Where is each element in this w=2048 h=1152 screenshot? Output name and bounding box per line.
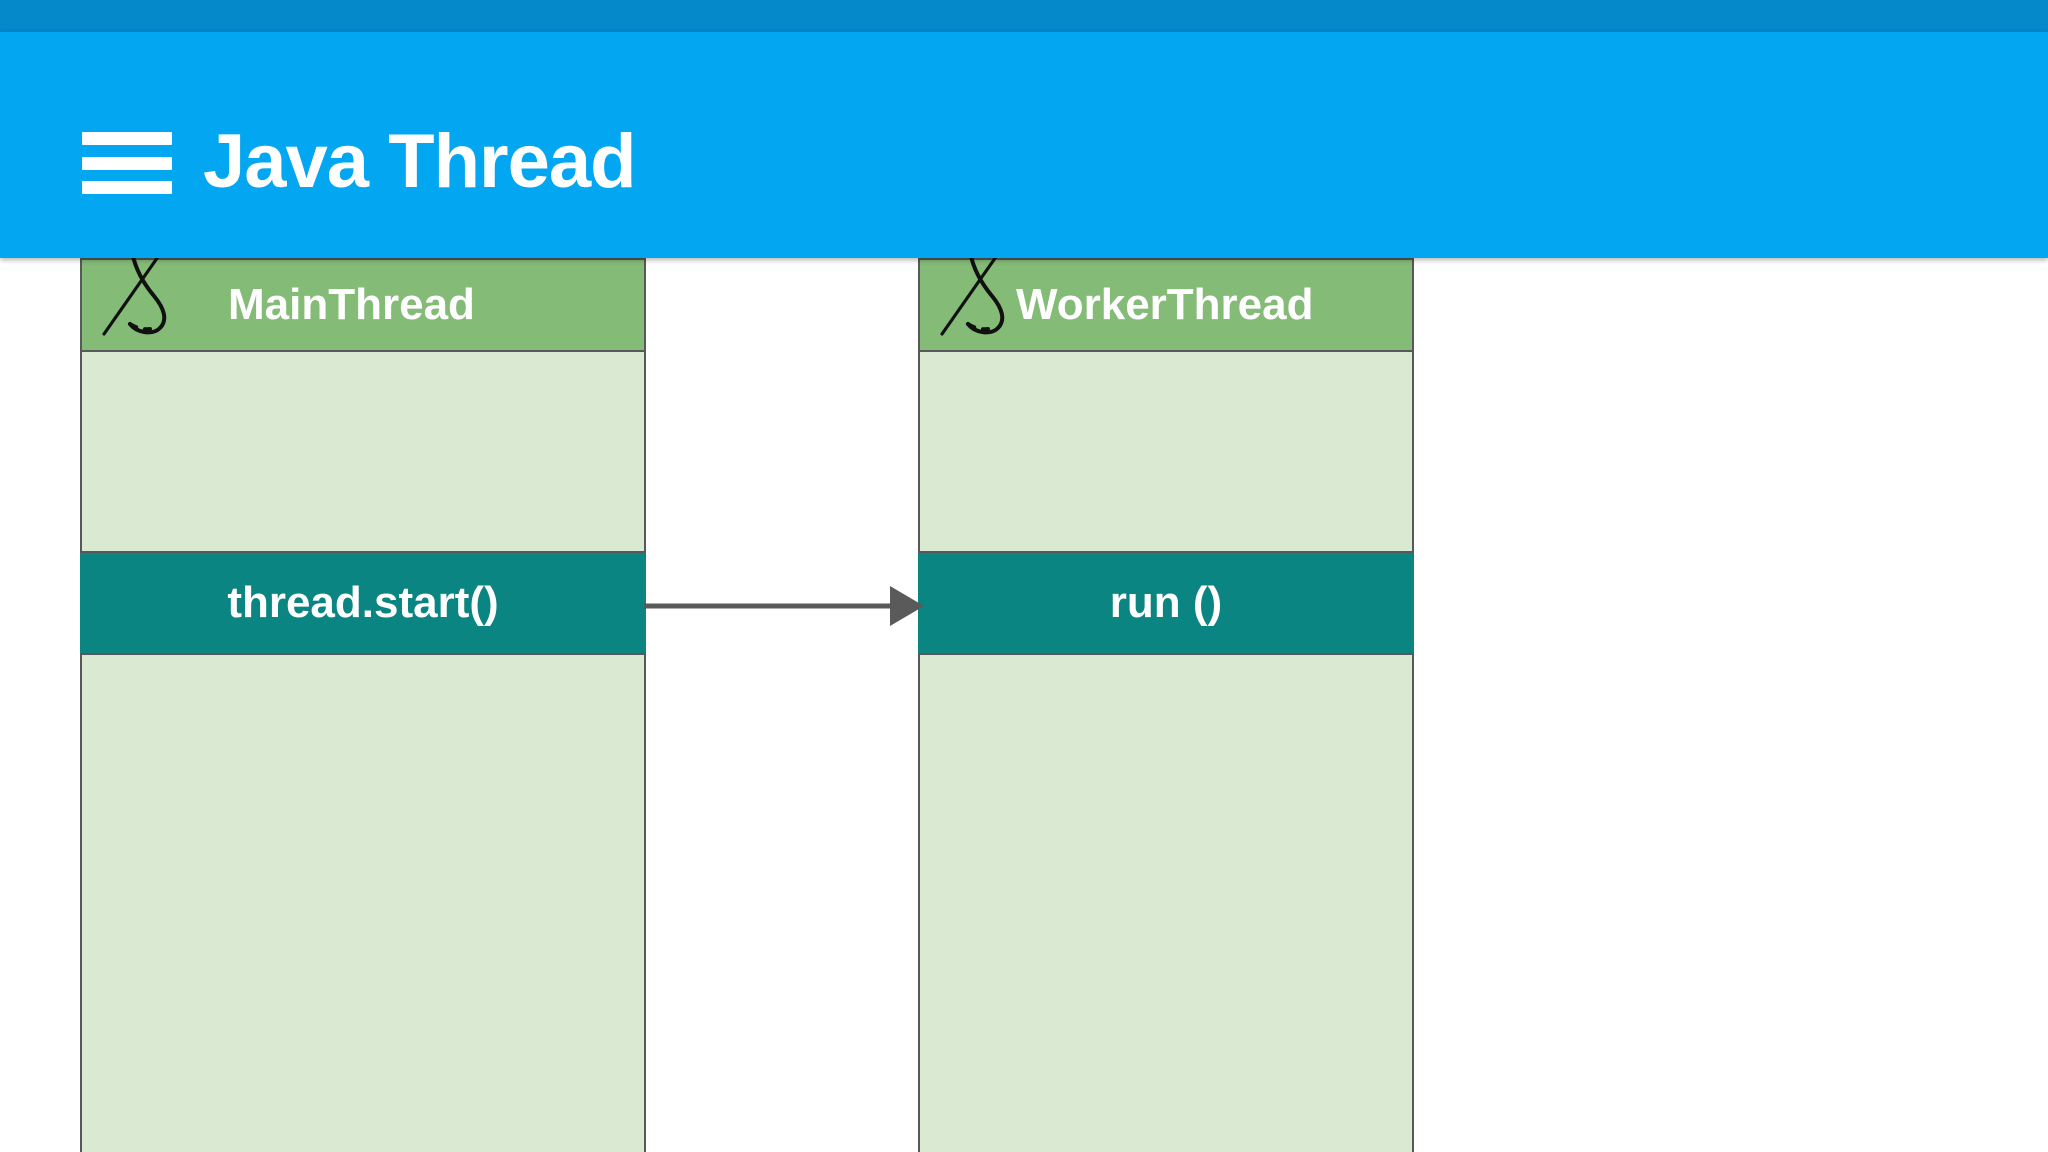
page-title: Java Thread bbox=[203, 119, 637, 204]
hamburger-menu-icon[interactable] bbox=[82, 132, 172, 194]
activation-label: thread.start() bbox=[227, 578, 499, 627]
thread-name-label: MainThread bbox=[228, 280, 475, 329]
thread-header-main: MainThread bbox=[82, 260, 644, 352]
thread-name-label: WorkerThread bbox=[1016, 280, 1314, 329]
activation-band-main[interactable]: thread.start() bbox=[80, 551, 646, 655]
hamburger-bar-1 bbox=[82, 132, 172, 145]
thread-header-worker: WorkerThread bbox=[920, 260, 1412, 352]
activation-label: run () bbox=[1109, 578, 1223, 627]
thread-column-main[interactable]: MainThread thread.start() bbox=[80, 198, 646, 1152]
thread-column-worker[interactable]: WorkerThread run () bbox=[918, 198, 1414, 1152]
status-bar bbox=[0, 0, 2048, 32]
hamburger-bar-2 bbox=[82, 156, 172, 170]
activation-band-worker[interactable]: run () bbox=[918, 551, 1414, 655]
message-arrow-start-to-run bbox=[644, 586, 924, 626]
app-bar: Java Thread bbox=[0, 32, 2048, 258]
hamburger-bar-3 bbox=[82, 181, 172, 194]
